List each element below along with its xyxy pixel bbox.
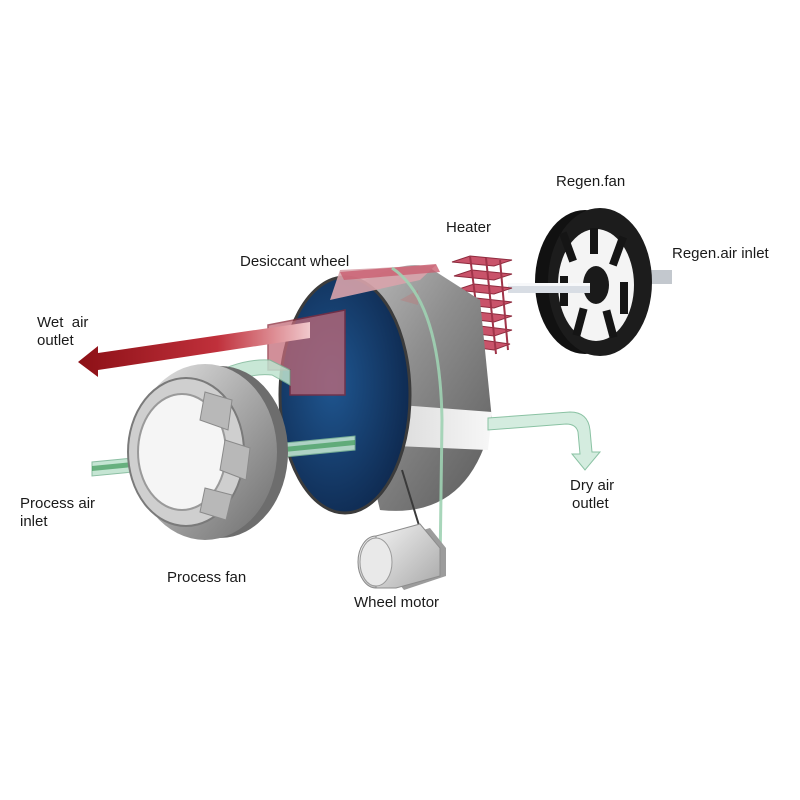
- dry-air-outlet-arrow: [487, 411, 602, 471]
- dry-air-outlet-label-line1: Dry air: [570, 477, 615, 494]
- regen-fan-label: Regen.fan: [556, 173, 626, 190]
- regen-air-inlet-label: Regen.air inlet: [672, 245, 769, 262]
- process-fan-label: Process fan: [167, 569, 247, 586]
- process-fan-blades: [199, 391, 251, 521]
- desiccant-wheel: [267, 264, 492, 515]
- wheel-motor: [357, 523, 446, 590]
- regen-fan-shaft: [508, 283, 590, 293]
- process-fan: [127, 364, 288, 540]
- desiccant-wheel-label: Desiccant wheel: [240, 253, 350, 270]
- heater-label: Heater: [446, 219, 492, 236]
- dry-air-outlet-label-line2: outlet: [572, 495, 609, 512]
- process-air-inlet-label-line2: inlet: [20, 513, 48, 530]
- process-air-inlet-label-line1: Process air: [20, 495, 96, 512]
- regen-fan: [508, 208, 672, 356]
- wet-air-outlet-arrow: [78, 322, 310, 377]
- wheel-motor-label: Wheel motor: [354, 594, 440, 611]
- wet-air-outlet-label-line1: Wet air: [37, 314, 89, 331]
- wet-air-outlet-label-line2: outlet: [37, 332, 74, 349]
